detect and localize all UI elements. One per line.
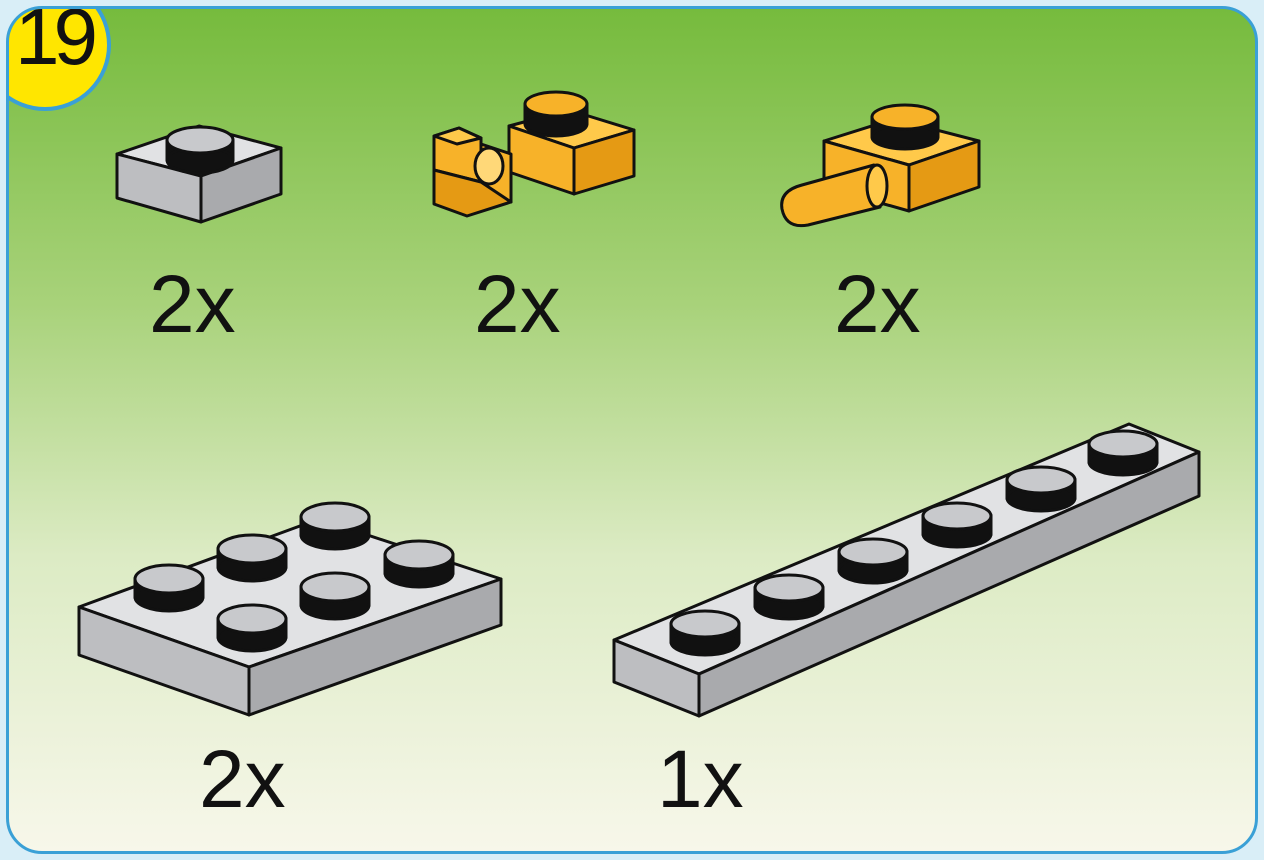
- quantity-label: 2x: [149, 259, 236, 350]
- gray-1x6-plate-icon: [612, 422, 1201, 718]
- step-badge: [9, 9, 111, 111]
- quantity-label: 2x: [199, 734, 286, 825]
- step-number: 19: [15, 6, 98, 81]
- quantity-label: 2x: [474, 259, 561, 350]
- orange-clip-plate-icon: [432, 90, 636, 218]
- quantity-label: 1x: [657, 734, 744, 825]
- gray-2x3-plate-icon: [77, 501, 503, 717]
- orange-bar-plate-icon: [780, 103, 981, 228]
- step-panel: 19 2x 2x: [6, 6, 1258, 854]
- quantity-label: 2x: [834, 259, 921, 350]
- gray-1x1-plate-icon: [115, 124, 283, 224]
